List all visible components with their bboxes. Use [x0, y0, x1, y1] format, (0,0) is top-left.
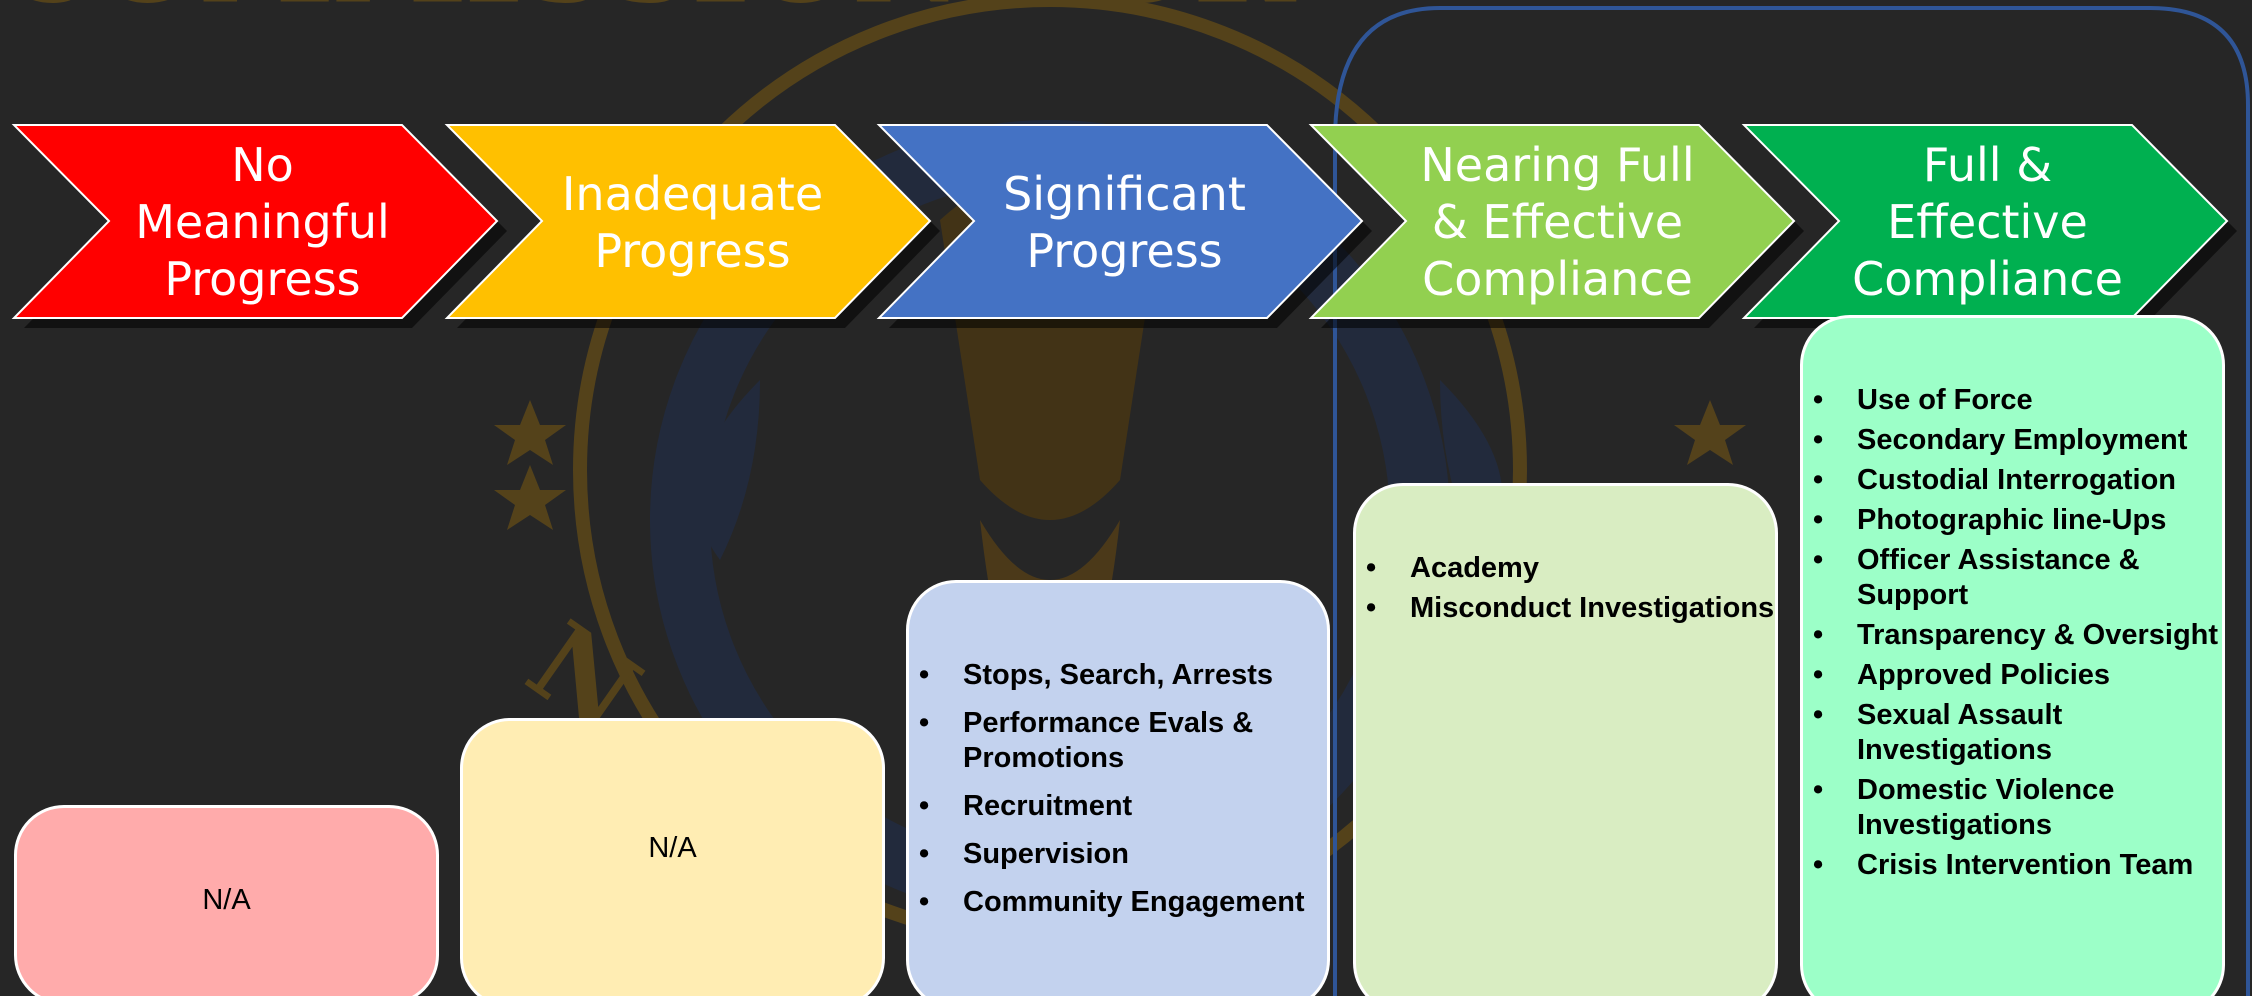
list-item: Misconduct Investigations	[1356, 591, 1775, 626]
stage-label-inadequate-progress: Inadequate Progress	[561, 166, 824, 278]
star-icon	[494, 465, 566, 530]
compliance-highlight-outline	[1333, 6, 2250, 996]
list-item: Secondary Employment	[1803, 423, 2222, 458]
item-list-significant-progress: Stops, Search, Arrests Performance Evals…	[909, 658, 1327, 920]
stage-box-inadequate-progress: N/A	[460, 718, 885, 996]
chevron-significant-progress	[876, 124, 1364, 319]
list-item: Transparency & Oversight	[1803, 618, 2222, 653]
list-item: Sexual Assault Investigations	[1803, 698, 2222, 768]
star-icon	[494, 400, 566, 465]
stage-label-nearing-full-compliance: Nearing Full & Effective Compliance	[1420, 138, 1695, 306]
chevron-inadequate-progress	[444, 124, 932, 319]
box-text-na: N/A	[202, 883, 251, 916]
list-item: Supervision	[909, 837, 1327, 872]
item-list-full-effective-compliance: Use of Force Secondary Employment Custod…	[1803, 383, 2222, 883]
stage-box-full-effective-compliance: Use of Force Secondary Employment Custod…	[1800, 315, 2225, 996]
stage-box-nearing-full-compliance: Academy Misconduct Investigations	[1353, 483, 1778, 996]
list-item: Officer Assistance & Support	[1803, 543, 2222, 613]
list-item: Custodial Interrogation	[1803, 463, 2222, 498]
list-item: Approved Policies	[1803, 658, 2222, 693]
list-item: Photographic line-Ups	[1803, 503, 2222, 538]
list-item: Recruitment	[909, 789, 1327, 824]
list-item: Academy	[1356, 551, 1775, 586]
list-item: Community Engagement	[909, 885, 1327, 920]
list-item: Performance Evals & Promotions	[909, 706, 1327, 776]
laurel-left-icon	[697, 380, 760, 560]
stage-box-significant-progress: Stops, Search, Arrests Performance Evals…	[906, 580, 1330, 996]
list-item: Stops, Search, Arrests	[909, 658, 1327, 693]
stage-label-full-effective-compliance: Full & Effective Compliance	[1852, 138, 2123, 306]
item-list-nearing-full-compliance: Academy Misconduct Investigations	[1356, 551, 1775, 626]
list-item: Domestic Violence Investigations	[1803, 773, 2222, 843]
list-item: Use of Force	[1803, 383, 2222, 418]
stage-label-no-meaningful-progress: No Meaningful Progress	[135, 138, 390, 306]
stage-label-significant-progress: Significant Progress	[1003, 166, 1246, 278]
chevron-nearing-full-compliance	[1308, 124, 1796, 319]
stage-chevrons	[11, 124, 2237, 328]
stage-box-no-meaningful-progress: N/A	[14, 805, 439, 996]
chevron-no-meaningful-progress	[11, 124, 499, 319]
box-text-na: N/A	[648, 831, 697, 864]
star-icon	[1674, 400, 1746, 465]
list-item: Crisis Intervention Team	[1803, 848, 2222, 883]
seal-text-top: COMMISSION FOR	[0, 0, 1295, 29]
